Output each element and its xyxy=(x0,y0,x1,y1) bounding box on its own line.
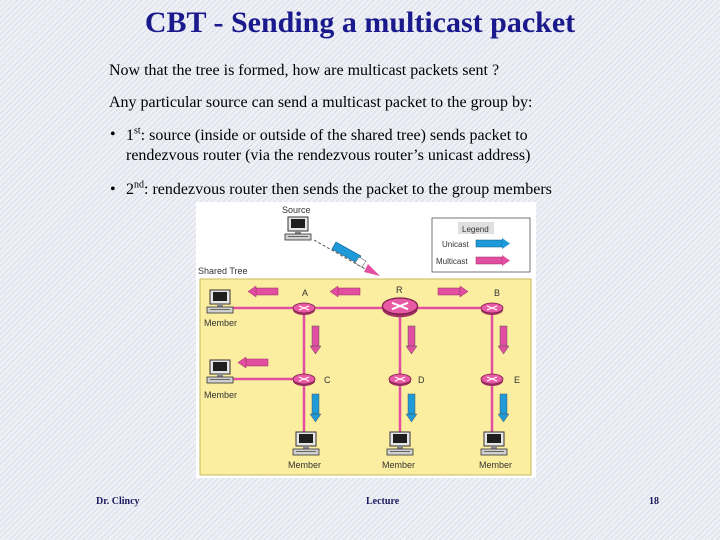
router-a-label: A xyxy=(302,288,308,298)
intro-line: Now that the tree is formed, how are mul… xyxy=(109,62,500,79)
member-label: Member xyxy=(479,460,512,470)
slide-title: CBT - Sending a multicast packet xyxy=(144,6,576,39)
member-computer-icon xyxy=(206,289,234,314)
legend-multicast-arrow xyxy=(475,256,503,265)
member-computer-icon xyxy=(480,431,508,456)
source-computer-icon xyxy=(284,216,312,241)
source-label: Source xyxy=(282,205,311,215)
member-computer-icon xyxy=(386,431,414,456)
router-c-label: C xyxy=(324,375,331,385)
multicast-arrows xyxy=(237,285,469,369)
member-label: Member xyxy=(204,318,237,328)
bullet-text-2: 2nd: rendezvous router then sends the pa… xyxy=(126,179,552,198)
router-b-icon xyxy=(480,302,504,316)
shared-tree-area xyxy=(199,278,532,476)
legend-box: Legend Unicast Multicast xyxy=(431,217,531,273)
bullet-text-1: 1st: source (inside or outside of the sh… xyxy=(126,125,531,164)
legend-multicast-label: Multicast xyxy=(436,257,468,266)
router-d-icon xyxy=(388,373,412,387)
router-d-label: D xyxy=(418,375,425,385)
legend-title: Legend xyxy=(462,225,489,234)
shared-tree-label: Shared Tree xyxy=(198,266,248,276)
member-label: Member xyxy=(382,460,415,470)
unicast-arrow-icon xyxy=(313,239,380,276)
legend-unicast-label: Unicast xyxy=(442,240,469,249)
member-label: Member xyxy=(288,460,321,470)
cbt-network-diagram: Source Shared Tree Legend Unicast Multic… xyxy=(196,202,536,478)
member-computer-icon xyxy=(206,359,234,384)
legend-unicast-arrow xyxy=(475,239,503,248)
router-r-icon xyxy=(381,297,419,319)
member-label: Member xyxy=(204,390,237,400)
router-e-icon xyxy=(480,373,504,387)
router-b-label: B xyxy=(494,288,500,298)
member-computer-icon xyxy=(292,431,320,456)
router-r-label: R xyxy=(396,285,403,295)
downward-arrows xyxy=(309,325,510,423)
router-c-icon xyxy=(292,373,316,387)
page-number: 18 xyxy=(649,496,659,507)
intro-line-2: Any particular source can send a multica… xyxy=(109,94,533,111)
footer-author: Dr. Clincy xyxy=(96,496,140,507)
router-a-icon xyxy=(292,302,316,316)
router-e-label: E xyxy=(514,375,520,385)
bullet-marker-2: • xyxy=(110,181,116,198)
bullet-marker-1: • xyxy=(110,126,116,143)
footer-center: Lecture xyxy=(366,496,400,507)
